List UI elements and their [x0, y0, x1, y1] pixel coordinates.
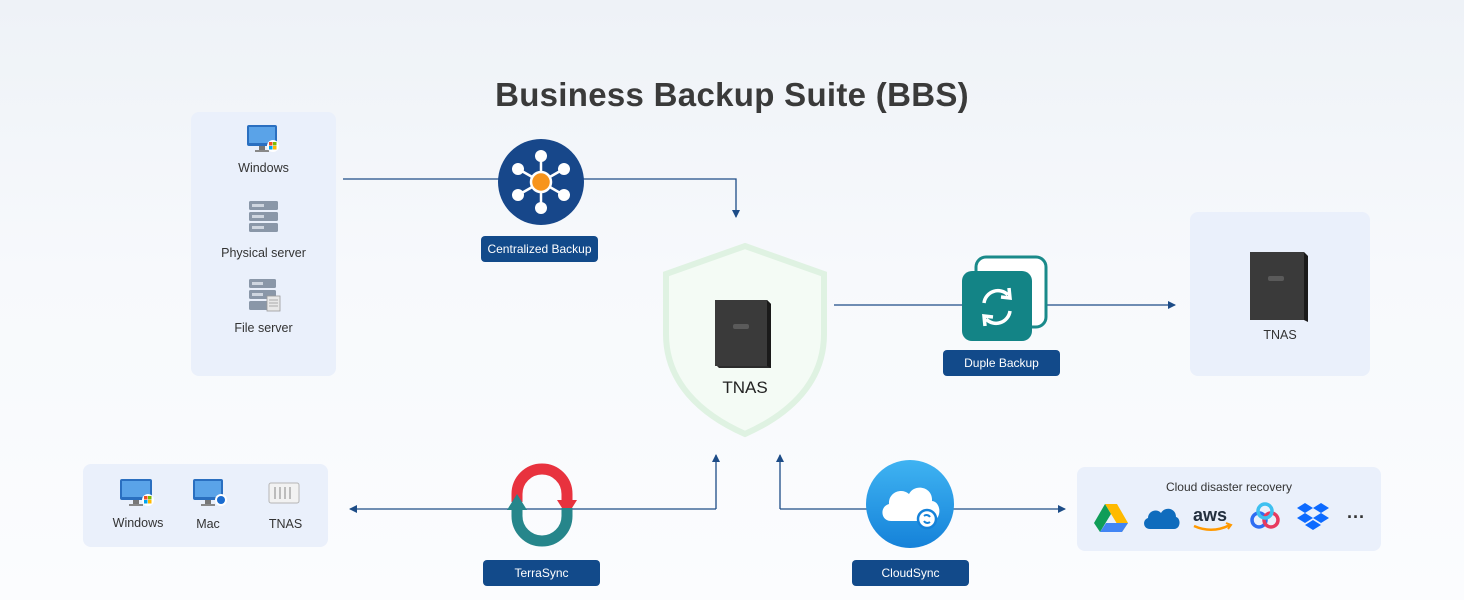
- onedrive-icon: [1142, 505, 1180, 536]
- sync-target-label-tnas: TNAS: [268, 517, 303, 531]
- diagram-title: Business Backup Suite (BBS): [495, 76, 969, 113]
- duple-target-label: TNAS: [1263, 328, 1297, 342]
- nas-device-icon: [268, 481, 300, 510]
- line-sources-to-tnas: [343, 178, 740, 218]
- nas-device-icon: [1248, 250, 1310, 329]
- sync-target-label-mac: Mac: [196, 517, 220, 531]
- aws-icon: aws: [1190, 501, 1234, 540]
- server-icon: [248, 200, 280, 239]
- duple-backup-icon: [960, 255, 1050, 348]
- cloud-recovery-panel: Cloud disaster recovery aws: [1077, 467, 1381, 551]
- duple-target-panel: TNAS: [1190, 212, 1370, 376]
- baidu-cloud-icon: [1247, 502, 1283, 537]
- sync-target-label-windows: Windows: [112, 516, 164, 530]
- cloudsync-icon: [865, 459, 955, 554]
- sync-targets-panel: Windows Mac TNAS: [83, 464, 328, 547]
- more-providers-ellipsis: ···: [1347, 507, 1365, 527]
- cloud-recovery-title: Cloud disaster recovery: [1165, 480, 1293, 494]
- nas-device-icon: [713, 296, 775, 375]
- source-label-windows: Windows: [238, 161, 289, 175]
- centralized-backup-icon: [497, 138, 585, 231]
- source-devices-panel: Windows Physical server File server: [191, 112, 336, 376]
- file-server-icon: [248, 278, 282, 317]
- svg-text:aws: aws: [1193, 505, 1227, 525]
- cloudsync-label: CloudSync: [852, 560, 969, 586]
- monitor-windows-icon: [246, 124, 280, 159]
- source-label-file-server: File server: [234, 321, 293, 335]
- terrasync-label: TerraSync: [483, 560, 600, 586]
- google-drive-icon: [1093, 503, 1129, 538]
- monitor-windows-icon: [119, 478, 155, 513]
- central-tnas-label: TNAS: [722, 378, 768, 397]
- source-label-physical-server: Physical server: [221, 246, 306, 260]
- duple-backup-label: Duple Backup: [943, 350, 1060, 376]
- terrasync-icon: [505, 458, 579, 555]
- monitor-mac-icon: [192, 478, 228, 513]
- centralized-backup-label: Centralized Backup: [481, 236, 598, 262]
- dropbox-icon: [1296, 501, 1332, 540]
